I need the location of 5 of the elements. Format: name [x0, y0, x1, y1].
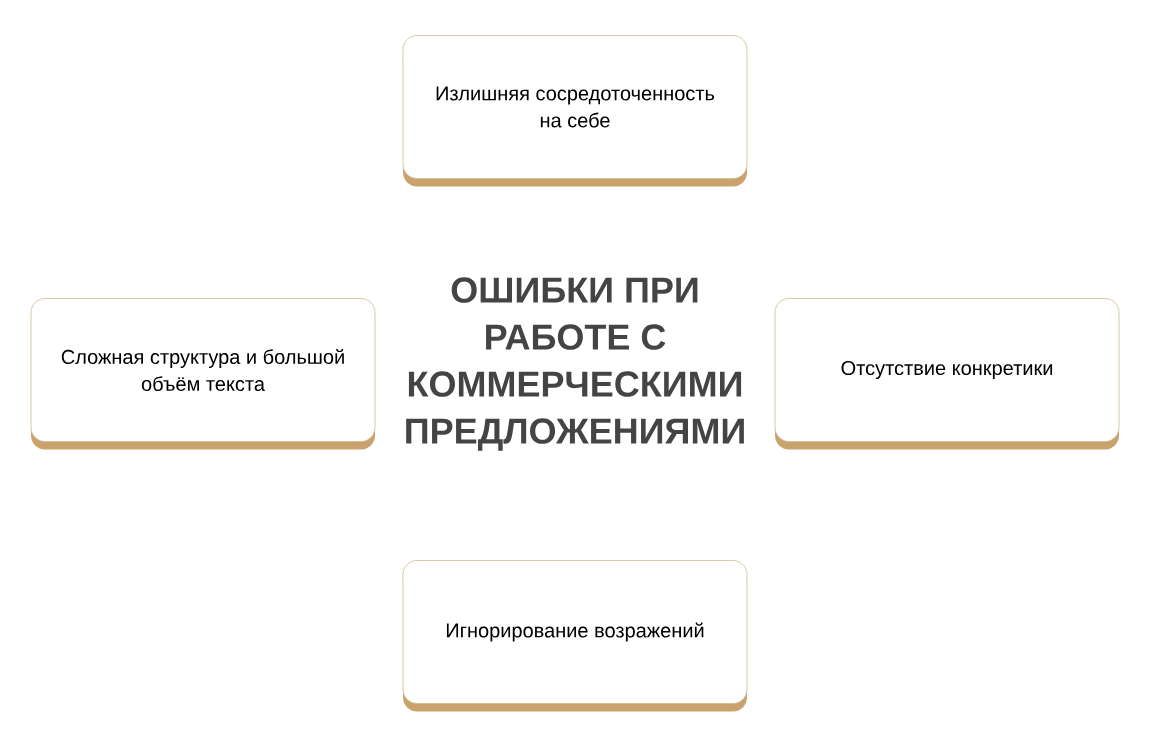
text-box: Игнорирование возражений — [402, 560, 748, 712]
text-box: Отсутствие конкретики — [774, 298, 1120, 450]
text-box: Излишняя сосредоточенность на себе — [402, 35, 748, 187]
text-box: Сложная структура и большой объём текста — [30, 298, 376, 450]
title: ОШИБКИ ПРИ РАБОТЕ С КОММЕРЧЕСКИМИ ПРЕДЛОЖЕНИЯМИ — [406, 277, 744, 451]
